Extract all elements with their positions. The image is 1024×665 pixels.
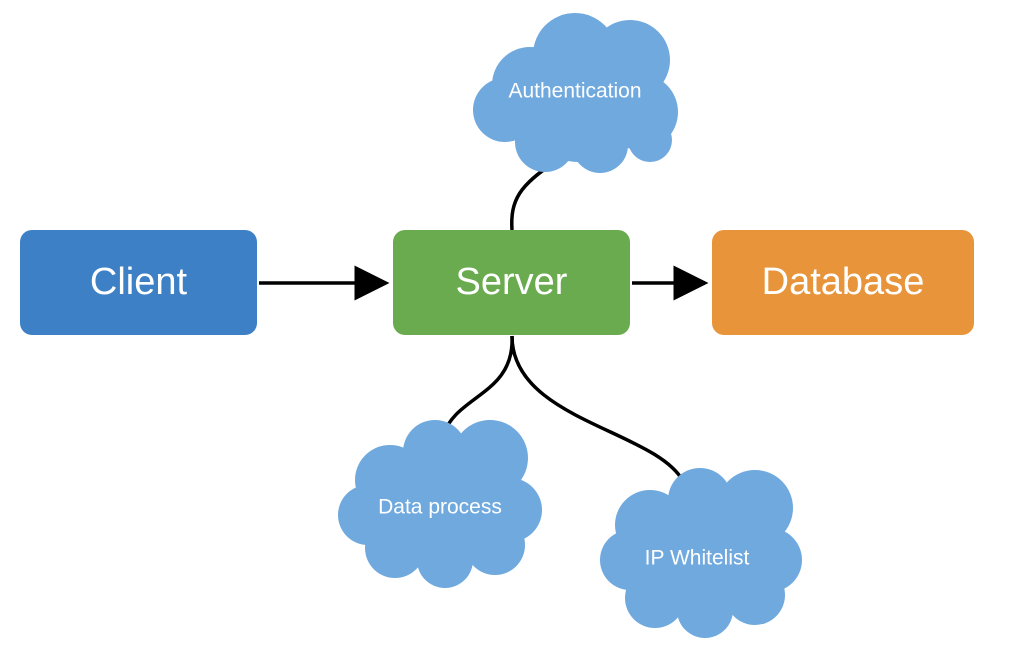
client-node: Client (20, 230, 257, 335)
cloud-authentication-label: Authentication (508, 80, 641, 103)
cloud-ip-whitelist (600, 468, 802, 638)
cloud-authentication (473, 13, 678, 173)
server-label: Server (455, 261, 568, 303)
cloud-ip-whitelist-label: IP Whitelist (645, 547, 750, 570)
connector-server-authentication (510, 160, 556, 231)
connector-server-ip-whitelist (510, 335, 685, 482)
client-label: Client (89, 261, 188, 303)
connector-server-data-process (441, 335, 514, 437)
cloud-data-process-label: Data process (378, 496, 502, 519)
cloud-data-process (338, 420, 542, 588)
database-node: Database (712, 230, 974, 335)
database-label: Database (761, 261, 925, 303)
server-node: Server (393, 230, 630, 335)
